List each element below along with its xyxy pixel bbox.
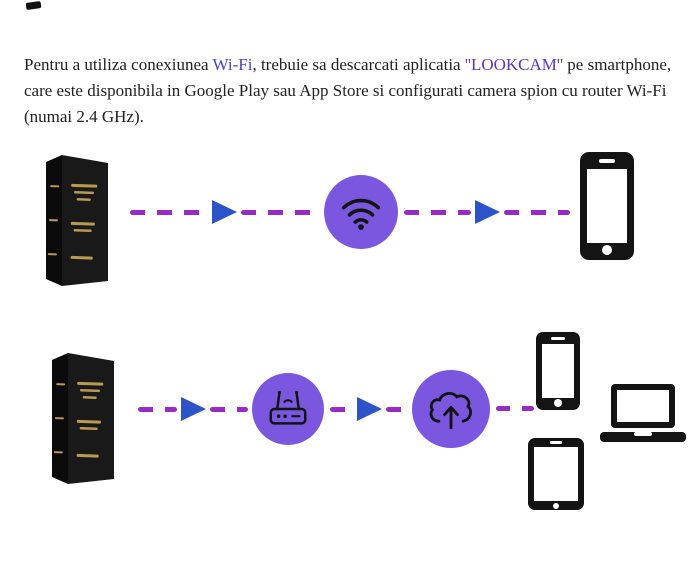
dashed-arrow-4 xyxy=(330,396,408,422)
app-name-highlight: ''LOOKCAM'' xyxy=(464,55,564,74)
smartphone-device xyxy=(578,150,636,267)
book-camera-image xyxy=(42,348,122,495)
arrow-head-icon xyxy=(356,397,382,421)
book-image xyxy=(46,155,108,286)
smartphone-icon xyxy=(536,332,580,410)
tablet-icon xyxy=(528,438,584,510)
dashed-arrow-2 xyxy=(404,199,570,225)
wifi-badge xyxy=(324,175,398,249)
intro-text-before: Pentru a utiliza conexiunea xyxy=(24,55,213,74)
dashed-arrow-1 xyxy=(130,199,318,225)
dash-line xyxy=(240,209,318,215)
router-icon xyxy=(269,390,307,425)
laptop-icon xyxy=(600,384,686,442)
router-badge xyxy=(252,373,324,445)
arrow-head-icon xyxy=(180,397,206,421)
cloud-badge xyxy=(412,370,490,448)
dash-line xyxy=(404,209,471,215)
dashed-arrow-3 xyxy=(138,396,248,422)
book-camera-image xyxy=(36,150,116,297)
dash-line xyxy=(330,406,353,412)
smartphone-icon xyxy=(580,152,634,260)
dash-line xyxy=(385,406,408,412)
dash-connector xyxy=(496,406,534,411)
laptop-device xyxy=(598,382,688,451)
smartphone-device xyxy=(534,330,582,417)
intro-text-middle: , trebuie sa descarcati aplicatia xyxy=(252,55,465,74)
dash-line xyxy=(209,406,248,412)
intro-paragraph: Pentru a utiliza conexiunea Wi-Fi, trebu… xyxy=(24,52,676,130)
wifi-icon xyxy=(341,198,381,230)
book-image xyxy=(52,353,114,484)
wifi-highlight: Wi-Fi xyxy=(212,55,253,74)
dash-line xyxy=(503,209,570,215)
intro-text-after: pe smartphone, care este disponibila in … xyxy=(24,55,672,126)
artifact-mark xyxy=(25,0,42,11)
arrow-head-icon xyxy=(211,200,237,224)
dash-line xyxy=(138,406,177,412)
arrow-head-icon xyxy=(474,200,500,224)
dash-line xyxy=(130,209,208,215)
cloud-upload-icon xyxy=(429,391,473,430)
tablet-device xyxy=(526,436,586,517)
